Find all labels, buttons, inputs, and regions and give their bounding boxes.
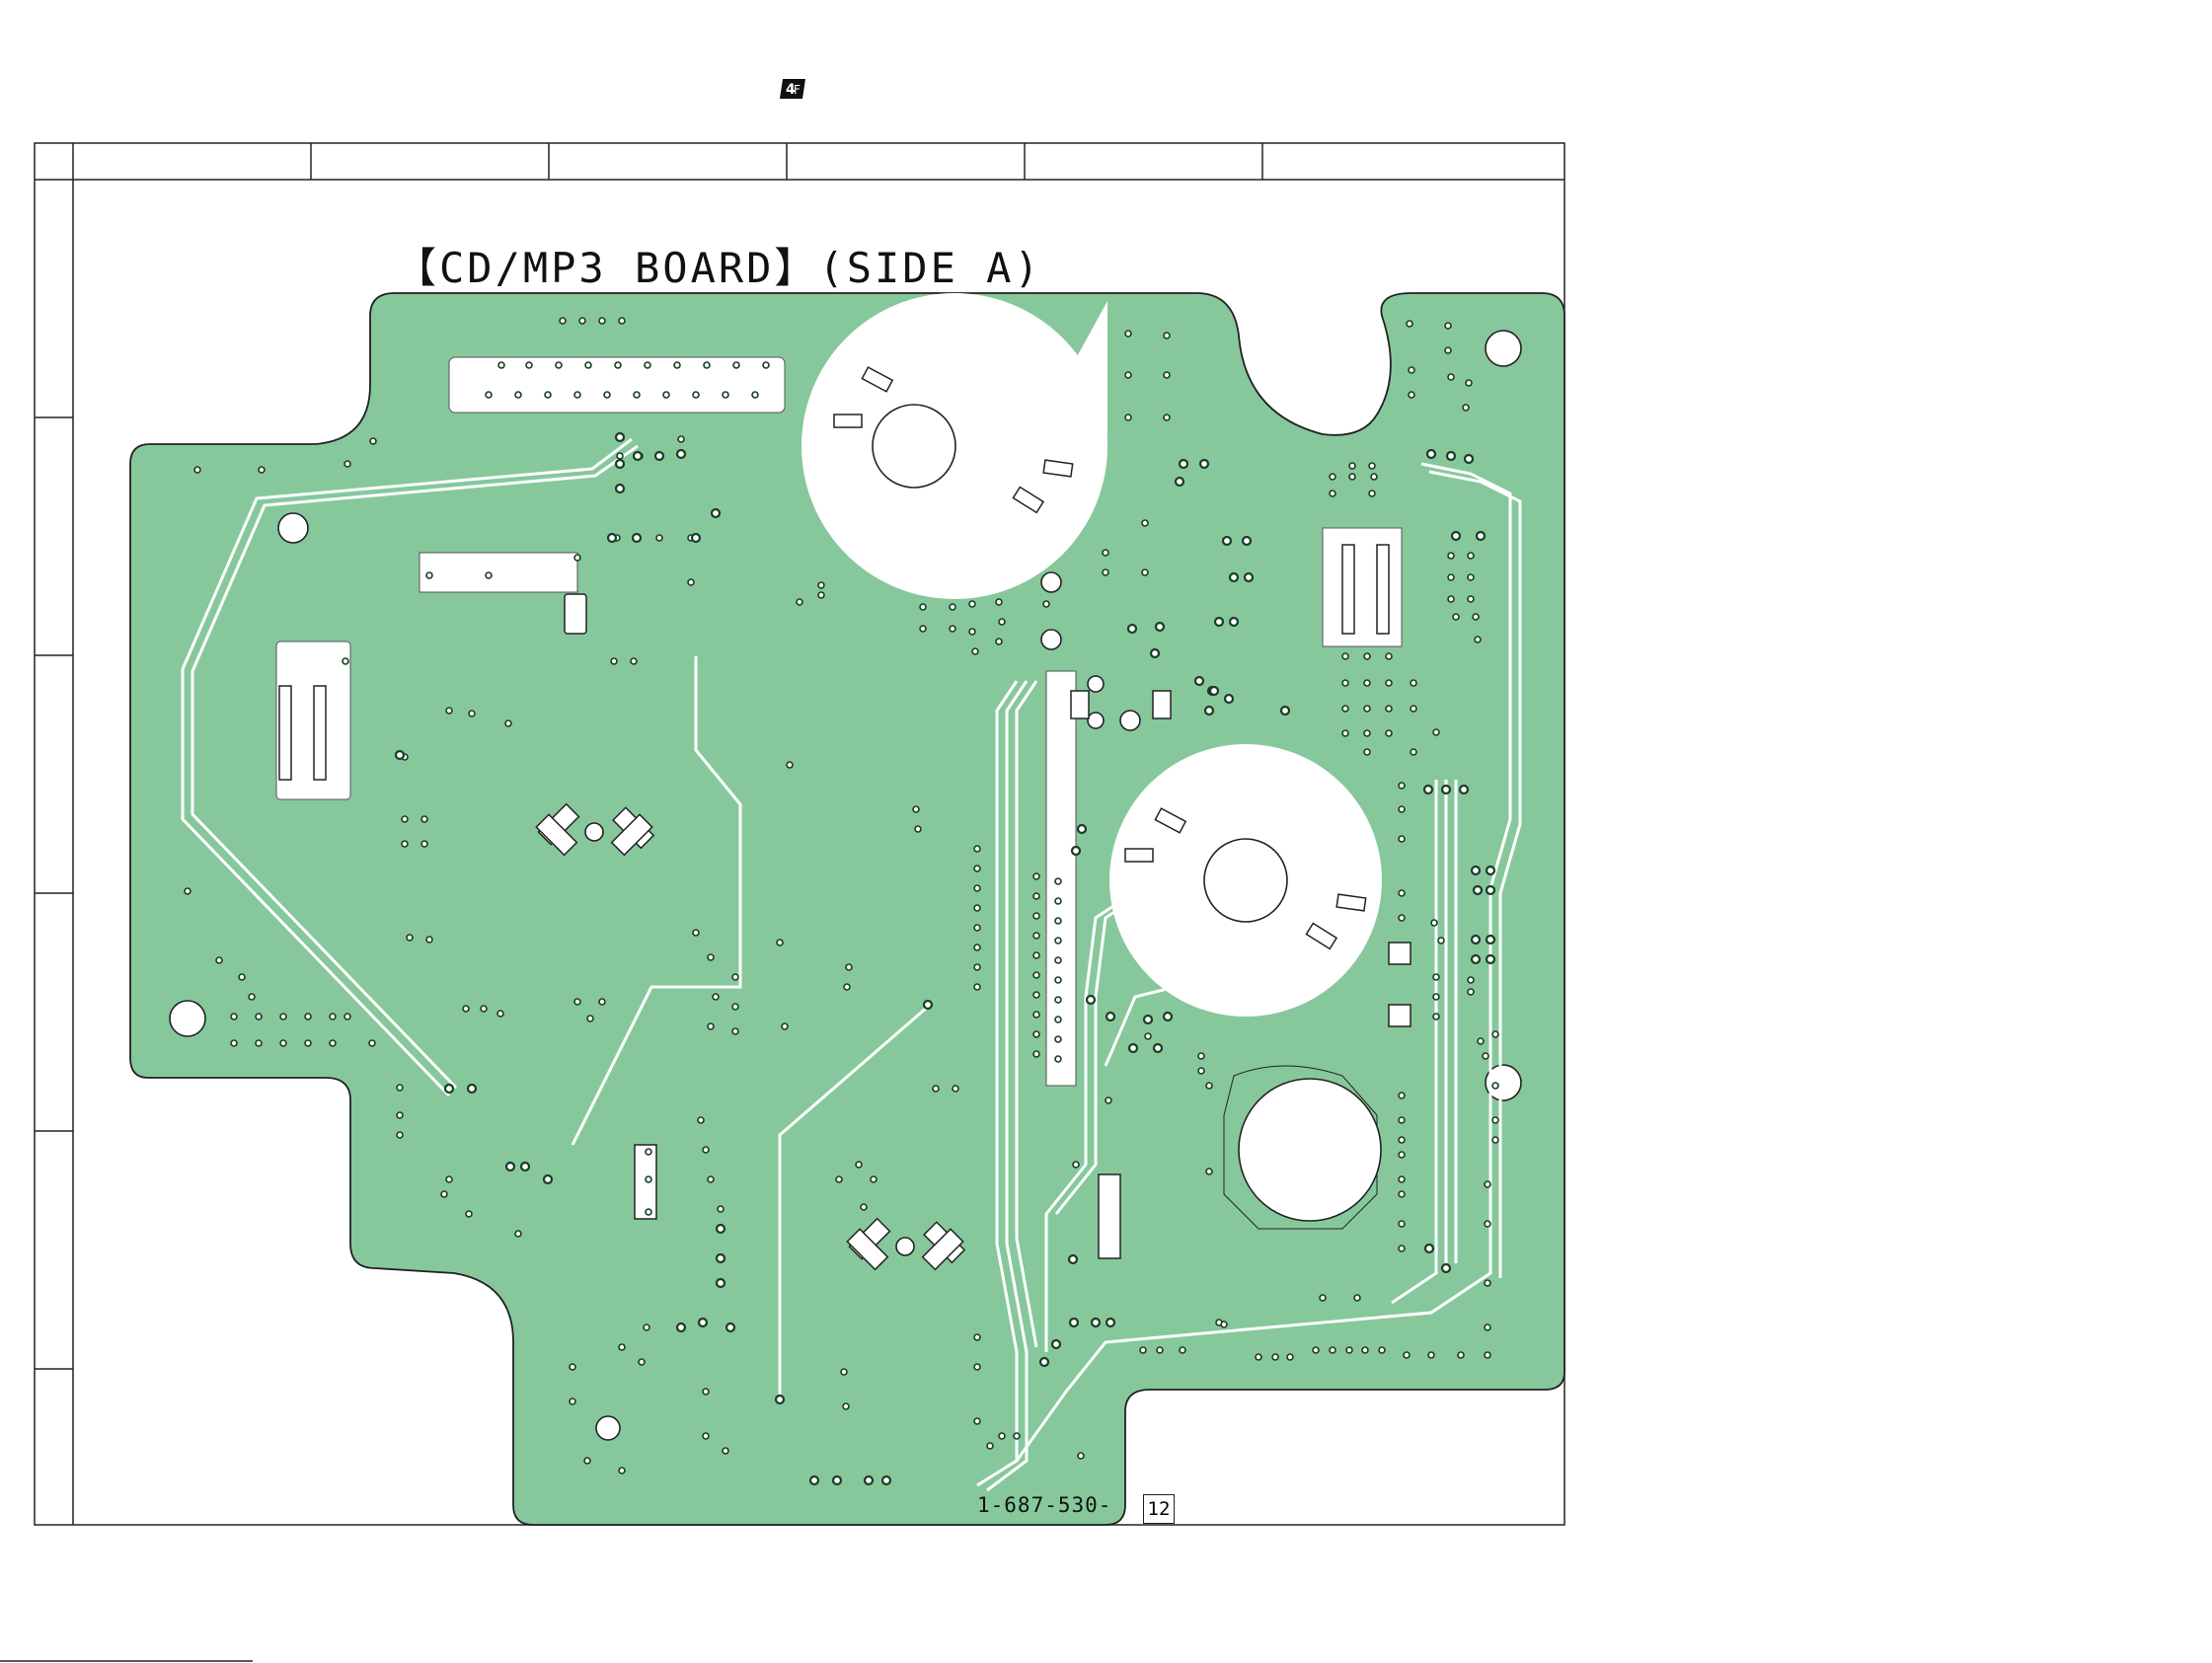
board-title: 【CD/MP3 BOARD】(SIDE A) bbox=[395, 235, 1042, 295]
revision-box: 12 bbox=[1143, 1494, 1175, 1524]
sony-logo-mark-icon: 4 F bbox=[778, 77, 807, 101]
svg-text:F: F bbox=[794, 83, 801, 97]
part-number: 1-687-530- bbox=[977, 1493, 1111, 1517]
